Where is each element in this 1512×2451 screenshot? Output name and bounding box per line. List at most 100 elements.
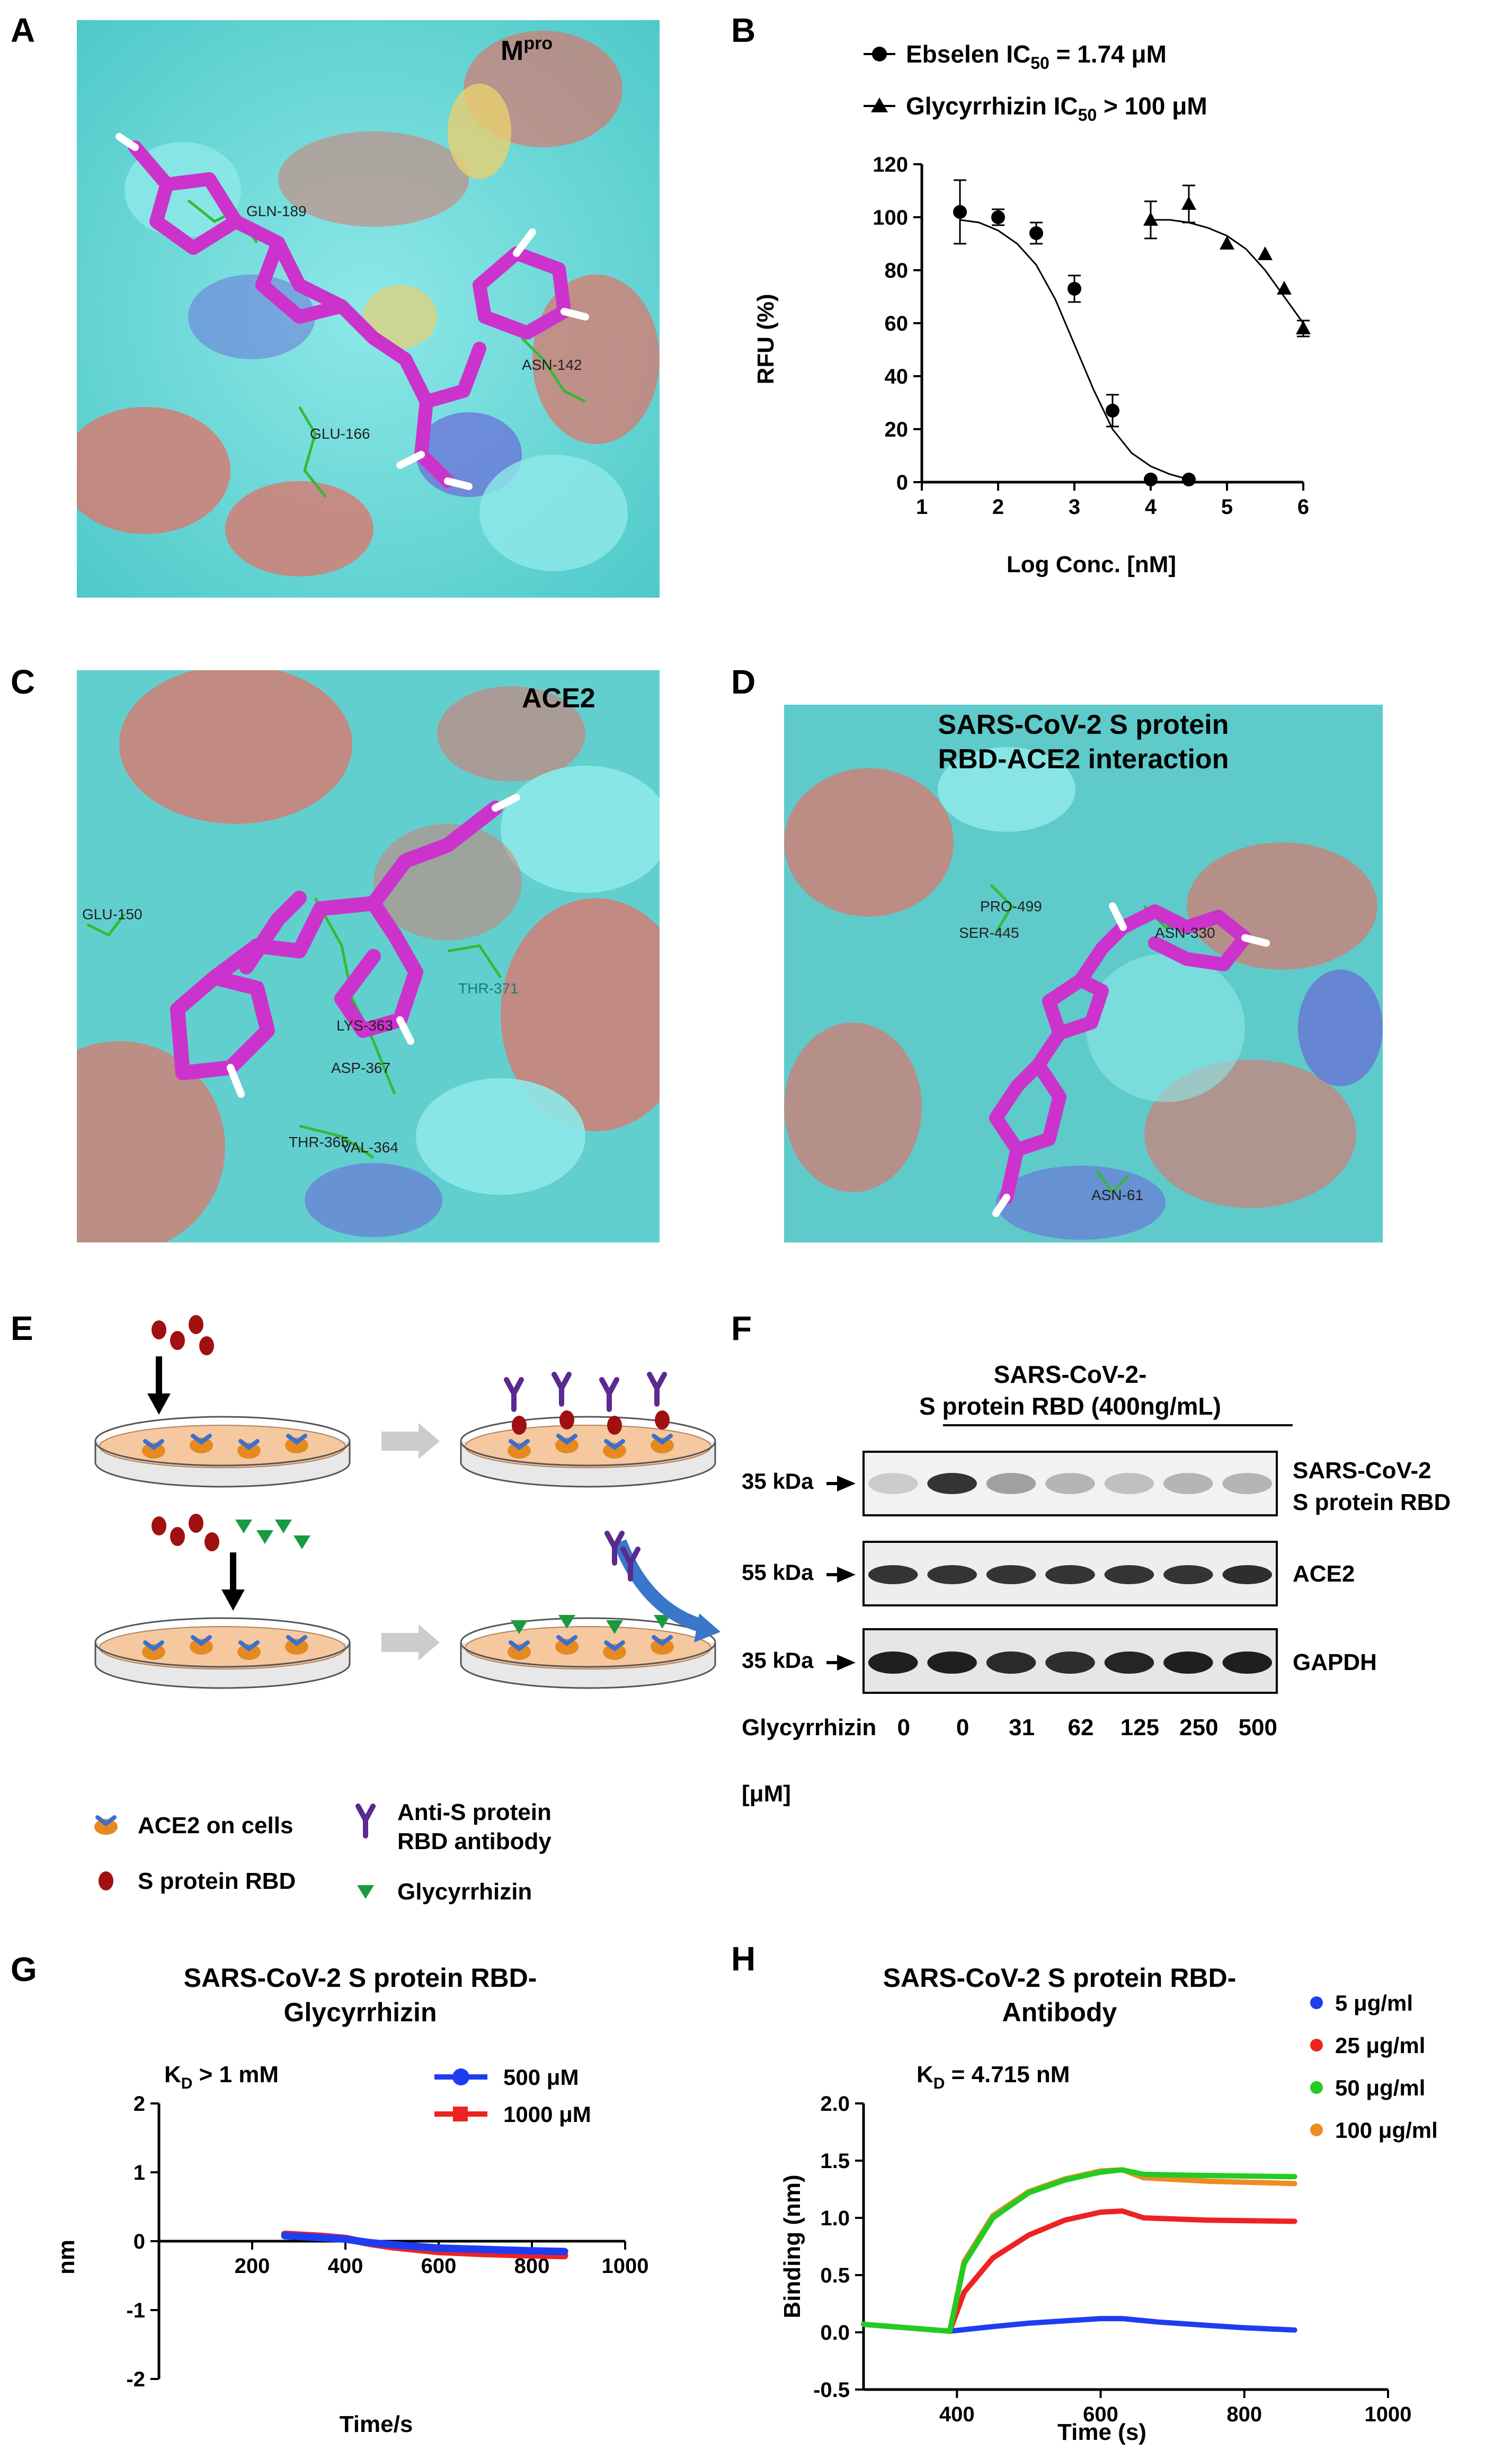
series-line: [861, 2208, 1297, 2334]
kd-annotation: KD = 4.715 nM: [917, 2062, 1070, 2092]
kda-label: 35 kDa: [742, 1648, 814, 1673]
legend-label: 500 μM: [503, 2065, 579, 2090]
y-axis-label: Binding (nm): [779, 2174, 805, 2318]
treatment-label: Glycyrrhizin: [742, 1715, 876, 1740]
blot-band: [1163, 1473, 1213, 1494]
data-point: [1296, 321, 1311, 334]
data-point: [1220, 236, 1234, 250]
fit-curve: [959, 219, 1189, 481]
lane-label: 0: [897, 1715, 910, 1740]
panel-letter-c: C: [11, 663, 35, 701]
protein-label-ace2: ACE2: [522, 683, 595, 714]
legend-marker: [452, 2068, 469, 2085]
fit-curve: [1151, 219, 1304, 324]
kda-label: 55 kDa: [742, 1560, 814, 1585]
legend-ace2-label: ACE2 on cells: [138, 1813, 293, 1839]
y-tick-label: 20: [885, 418, 909, 441]
arrow-right-icon: [381, 1624, 440, 1660]
y-tick-label: -0.5: [813, 2378, 850, 2402]
data-point: [1181, 196, 1196, 210]
culture-dish: [460, 1617, 716, 1689]
x-tick-label: 6: [1297, 495, 1309, 519]
blot-band: [868, 1651, 918, 1674]
x-tick-label: 400: [939, 2403, 975, 2426]
dose-response-chart: Ebselen IC50 = 1.74 μM Glycyrrhizin IC50…: [753, 40, 1311, 578]
blot-row-rbd: 35 kDa SARS-CoV-2 S protein RBD: [742, 1451, 1451, 1516]
y-axis-label: nm: [54, 2240, 79, 2275]
x-tick-label: 2: [992, 495, 1004, 519]
y-tick-label: 1.5: [820, 2150, 850, 2173]
x-tick-label: 1000: [602, 2254, 649, 2278]
legend-glycyrrhizin-icon: [357, 1885, 374, 1899]
blot-band: [986, 1473, 1036, 1494]
blot-row-ace2: 55 kDa ACE2: [742, 1541, 1355, 1606]
series-line: [281, 2232, 568, 2255]
lane-label: 62: [1068, 1715, 1094, 1740]
legend-marker-triangle: [871, 97, 888, 112]
culture-dish: [94, 1416, 351, 1488]
x-tick-label: 800: [1226, 2403, 1262, 2426]
complex-title-line2: RBD-ACE2 interaction: [938, 744, 1229, 775]
legend-marker: [1310, 2039, 1323, 2052]
blot-band: [868, 1473, 918, 1494]
blot-band: [927, 1651, 977, 1674]
data-point: [1182, 473, 1196, 486]
x-tick-label: 400: [328, 2254, 363, 2278]
y-tick-label: 0.0: [820, 2321, 850, 2345]
blot-band: [868, 1565, 918, 1584]
binding-kinetics-chart-antibody: SARS-CoV-2 S protein RBD- Antibody KD = …: [779, 1963, 1438, 2445]
assay-schematic: ACE2 on cells S protein RBD Anti-S prote…: [58, 1315, 721, 1905]
protein-label-mpro: Mpro: [501, 33, 553, 66]
residue-label: ASP-367: [331, 1060, 390, 1076]
lane-label: 0: [956, 1715, 969, 1740]
blot-header-line2: S protein RBD (400ng/mL): [919, 1392, 1221, 1420]
data-point: [1144, 473, 1158, 486]
data-point: [953, 205, 967, 219]
y-tick-label: 1: [134, 2161, 145, 2184]
data-point: [1029, 226, 1043, 240]
legend-antibody-icon: [358, 1806, 373, 1836]
blot-row-gapdh: 35 kDa GAPDH: [742, 1628, 1377, 1694]
legend-marker: [1310, 1996, 1323, 2009]
blot-band: [1222, 1651, 1273, 1674]
legend-label: 50 μg/ml: [1335, 2075, 1425, 2100]
lane-label: 125: [1120, 1715, 1159, 1740]
x-tick-label: 200: [235, 2254, 270, 2278]
legend-label: 100 μg/ml: [1335, 2118, 1438, 2143]
y-tick-label: 80: [885, 259, 909, 282]
legend-label: 25 μg/ml: [1335, 2033, 1425, 2058]
panel-letter-b: B: [731, 11, 756, 49]
y-tick-label: 0: [134, 2230, 145, 2253]
x-tick-label: 4: [1145, 495, 1157, 519]
lane-label: 31: [1009, 1715, 1035, 1740]
data-point: [991, 210, 1005, 224]
legend-antibody-label-line2: RBD antibody: [397, 1828, 552, 1854]
legend-label: 1000 μM: [503, 2102, 591, 2127]
blot-band: [1104, 1651, 1154, 1674]
series-line: [861, 2167, 1297, 2334]
kda-label: 35 kDa: [742, 1469, 814, 1494]
residue-label: GLN-189: [246, 203, 307, 219]
western-blot: SARS-CoV-2- S protein RBD (400ng/mL) 35 …: [742, 1361, 1451, 1807]
blot-band: [927, 1473, 977, 1494]
panel-letter-e: E: [11, 1309, 33, 1347]
lane-label: 250: [1179, 1715, 1218, 1740]
legend-marker: [1310, 2124, 1323, 2136]
binding-kinetics-chart-glycyrrhizin: SARS-CoV-2 S protein RBD- Glycyrrhizin K…: [54, 1963, 649, 2437]
x-tick-label: 3: [1069, 495, 1080, 519]
rbd-dots: [152, 1315, 214, 1355]
panel-letter-h: H: [731, 1940, 756, 1978]
legend-marker-circle: [872, 47, 887, 61]
legend-glycyrrhizin-label: Glycyrrhizin: [397, 1879, 532, 1905]
down-arrow-icon: [221, 1589, 245, 1611]
y-tick-label: 100: [873, 206, 908, 229]
culture-dish: [94, 1617, 351, 1689]
complex-title-line1: SARS-CoV-2 S protein: [938, 709, 1229, 740]
residue-label: GLU-166: [310, 425, 370, 442]
legend-marker: [453, 2107, 468, 2121]
x-axis-label: Log Conc. [nM]: [1007, 552, 1176, 578]
blot-band: [1045, 1565, 1095, 1584]
y-tick-label: 2: [134, 2092, 145, 2116]
legend-entry-ebselen: Ebselen IC50 = 1.74 μM: [906, 40, 1167, 73]
blot-band: [1163, 1565, 1213, 1584]
